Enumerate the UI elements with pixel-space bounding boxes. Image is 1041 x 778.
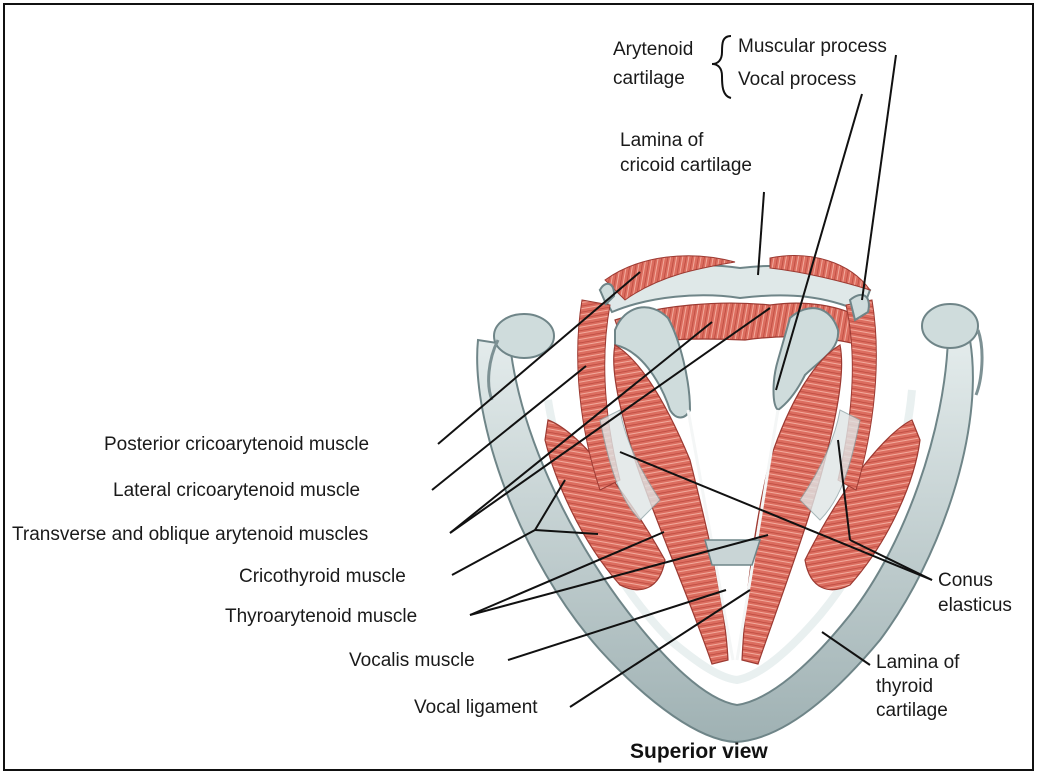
label-arytenoid-1: Arytenoid	[613, 39, 693, 60]
label-cricothyroid: Cricothyroid muscle	[239, 566, 406, 587]
label-lamina-thyroid-2: thyroid	[876, 676, 933, 697]
label-thyroarytenoid: Thyroarytenoid muscle	[225, 606, 417, 627]
label-lamina-cricoid-2: cricoid cartilage	[620, 155, 752, 176]
label-transverse-oblique-arytenoid: Transverse and oblique arytenoid muscles	[12, 524, 368, 545]
left-superior-horn	[494, 314, 554, 358]
label-vocal-ligament: Vocal ligament	[414, 697, 538, 718]
label-conus-elasticus-1: Conus	[938, 570, 993, 591]
label-posterior-cricoarytenoid: Posterior cricoarytenoid muscle	[104, 434, 369, 455]
label-vocal-process: Vocal process	[738, 69, 856, 90]
label-lamina-cricoid-1: Lamina of	[620, 130, 704, 151]
label-lamina-thyroid-3: cartilage	[876, 700, 948, 721]
right-superior-horn	[922, 304, 978, 348]
label-muscular-process: Muscular process	[738, 36, 887, 57]
label-conus-elasticus-2: elasticus	[938, 595, 1012, 616]
arytenoid-brace	[712, 36, 731, 98]
label-lamina-thyroid-1: Lamina of	[876, 652, 960, 673]
label-vocalis: Vocalis muscle	[349, 650, 475, 671]
label-lateral-cricoarytenoid: Lateral cricoarytenoid muscle	[113, 480, 360, 501]
label-arytenoid-2: cartilage	[613, 68, 685, 89]
caption-superior-view: Superior view	[630, 740, 768, 763]
